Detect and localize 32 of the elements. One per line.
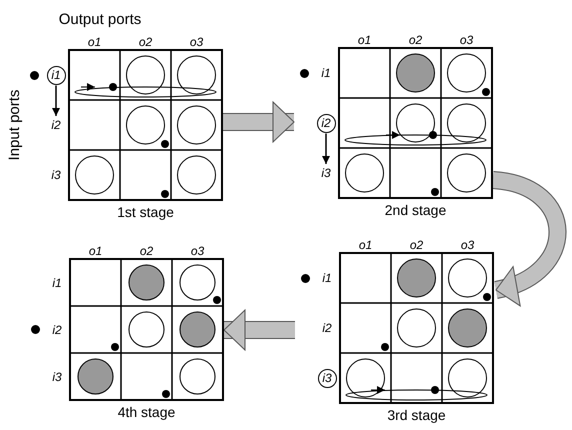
port-label: i1: [321, 270, 333, 286]
port-label: i3: [319, 165, 333, 181]
column-label: o2: [408, 238, 424, 252]
port-label: i3: [51, 368, 63, 384]
stage-caption: 2nd stage: [384, 201, 448, 219]
column-label: o1: [88, 244, 104, 258]
port-label: i2: [49, 117, 63, 133]
port-label: i2: [321, 320, 333, 336]
circled-port-label: i2: [316, 114, 336, 132]
stage-caption: 3rd stage: [386, 406, 447, 424]
column-label: o3: [458, 33, 474, 47]
port-label: i1: [320, 65, 332, 81]
column-label: o3: [190, 244, 206, 258]
stage-caption: 1st stage: [116, 203, 175, 221]
axis-title: Input ports: [6, 88, 24, 162]
axis-title: Output ports: [58, 11, 142, 29]
column-label: o3: [460, 238, 476, 252]
stage-caption: 4th stage: [116, 403, 176, 421]
column-label: o1: [86, 35, 102, 49]
circled-port-label: i3: [318, 368, 336, 388]
port-label: i2: [51, 322, 63, 338]
column-label: o1: [356, 33, 372, 47]
port-label: i1: [51, 274, 63, 290]
column-label: o3: [188, 35, 204, 49]
arrow: [322, 134, 330, 164]
circled-port-label: i1: [46, 66, 66, 84]
column-label: o2: [138, 35, 154, 49]
port-label: i3: [50, 167, 62, 183]
arrow: [52, 86, 60, 116]
column-label: o2: [138, 244, 154, 258]
column-label: o2: [408, 33, 424, 47]
column-label: o1: [358, 238, 374, 252]
